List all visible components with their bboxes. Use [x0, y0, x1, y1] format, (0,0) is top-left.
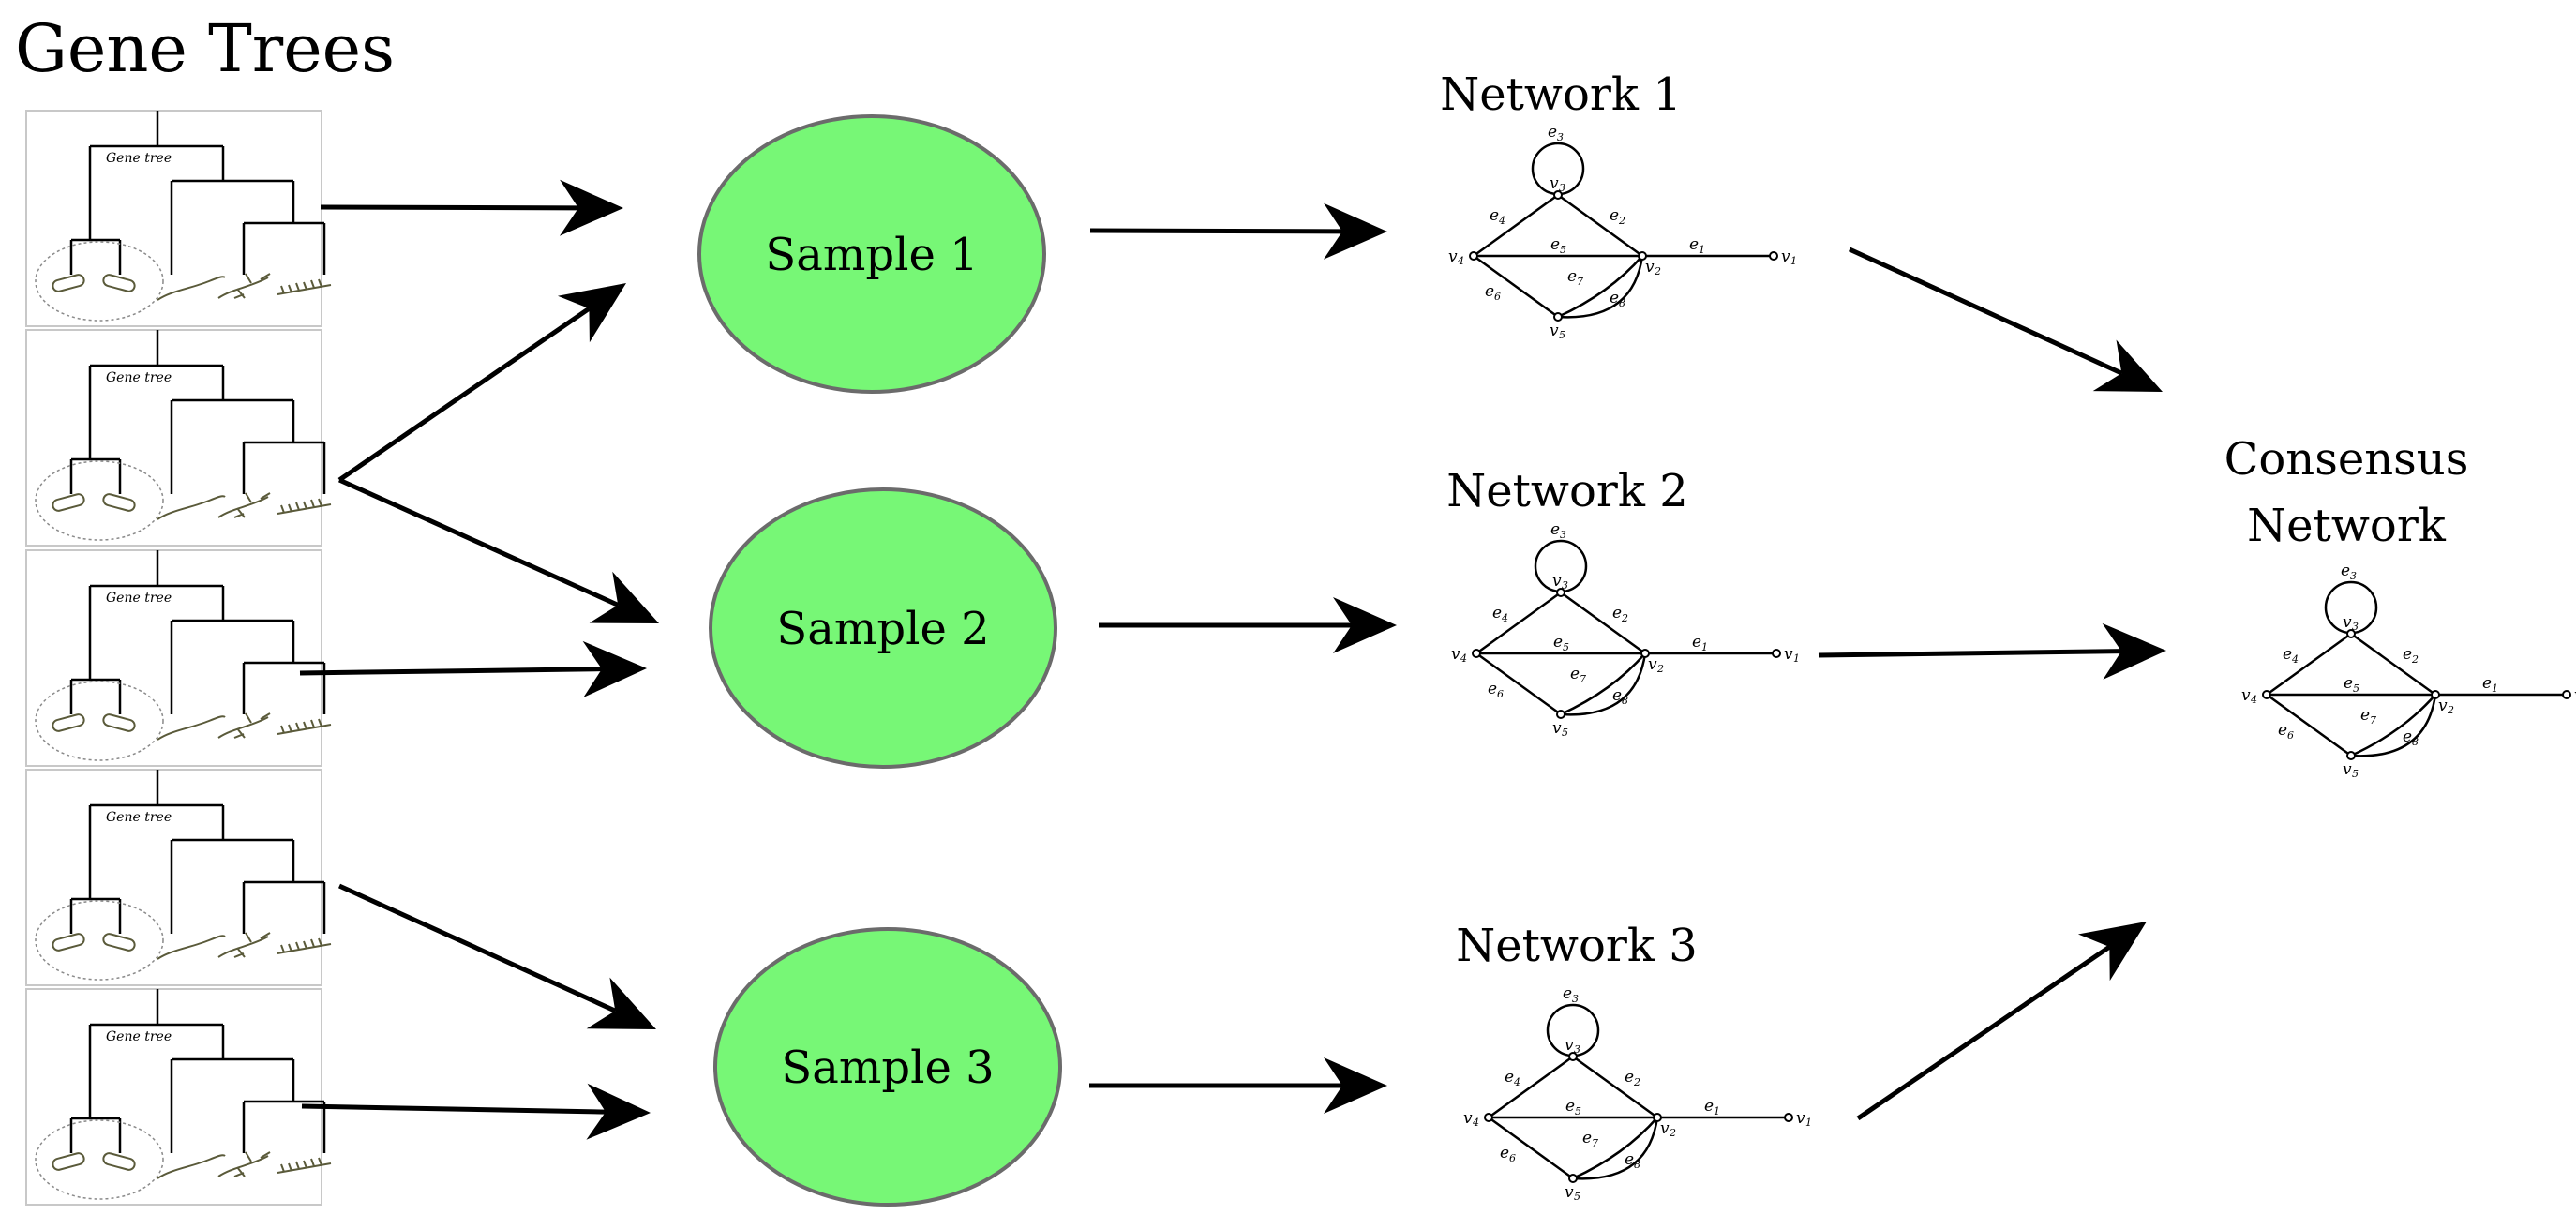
arrows	[299, 179, 2166, 1140]
sample-3-ellipse	[713, 927, 1062, 1207]
arrow-gene-tree-2-to-sample-2	[337, 477, 659, 623]
sample-3-label: Sample 3	[781, 1042, 994, 1094]
arrow-gene-tree-5-to-sample-3	[301, 1083, 651, 1140]
sample-2-ellipse	[709, 487, 1057, 769]
arrow-shaft	[301, 1103, 607, 1115]
diagram-title: Gene Trees	[15, 10, 395, 87]
network-2-graph	[1449, 518, 1802, 741]
consensus-network-graph	[2239, 560, 2576, 782]
arrow-shaft	[337, 307, 591, 483]
arrow-head	[1323, 202, 1387, 260]
consensus-title-line2: Network	[2247, 500, 2447, 552]
gene-tree-4	[24, 768, 333, 987]
arrow-shaft	[299, 667, 603, 676]
arrow-gene-tree-1-to-sample-1	[320, 179, 623, 236]
arrow-network-2-to-consensus-network	[1818, 622, 2166, 680]
gene-tree-1	[24, 109, 333, 328]
arrow-shaft	[1848, 247, 2123, 376]
arrow-network-1-to-consensus-network	[1848, 247, 2163, 392]
arrow-head	[559, 179, 623, 236]
arrow-gene-tree-2-to-sample-1	[337, 283, 626, 483]
arrow-head	[586, 1083, 651, 1140]
network-2-title: Network 2	[1446, 465, 1688, 517]
arrow-shaft	[337, 883, 617, 1013]
network-1-title: Network 1	[1440, 68, 1682, 121]
arrow-gene-tree-3-to-sample-2	[299, 640, 647, 697]
arrow-head	[589, 571, 659, 623]
arrow-head	[582, 640, 647, 697]
gene-tree-3	[24, 548, 333, 768]
arrow-head	[1324, 1057, 1387, 1114]
gene-tree-2	[24, 328, 333, 547]
arrow-sample-1-to-network-1	[1089, 202, 1387, 260]
arrow-sample-3-to-network-3	[1089, 1057, 1387, 1114]
arrow-head	[586, 977, 656, 1029]
arrow-network-3-to-consensus-network	[1856, 922, 2147, 1121]
arrow-shaft	[1818, 649, 2122, 658]
arrow-head	[2077, 922, 2147, 982]
arrow-shaft	[337, 477, 620, 607]
network-1-graph	[1446, 121, 1799, 343]
arrow-head	[2102, 622, 2166, 680]
arrow-shaft	[320, 204, 579, 211]
sample-1-label: Sample 1	[765, 229, 978, 281]
gene-tree-5	[24, 987, 333, 1207]
arrow-gene-tree-4-to-sample-3	[337, 883, 656, 1029]
network-3-graph	[1461, 982, 1814, 1205]
sample-1: Sample 1	[697, 114, 1046, 394]
sample-1-ellipse	[697, 114, 1046, 394]
arrow-head	[557, 283, 626, 343]
arrow-head	[1333, 597, 1397, 653]
network-3-title: Network 3	[1456, 920, 1698, 972]
arrow-sample-2-to-network-2	[1099, 597, 1397, 653]
sample-3: Sample 3	[713, 927, 1062, 1207]
arrow-head	[2092, 339, 2163, 392]
sample-2: Sample 2	[709, 487, 1057, 769]
arrow-shaft	[1089, 228, 1343, 234]
samples: Sample 1 Sample 2 Sample 3	[697, 114, 1062, 1207]
gene-trees	[24, 109, 333, 1207]
consensus-title-line1: Consensus	[2224, 433, 2469, 486]
arrow-shaft	[1856, 944, 2111, 1121]
sample-2-label: Sample 2	[776, 603, 989, 655]
